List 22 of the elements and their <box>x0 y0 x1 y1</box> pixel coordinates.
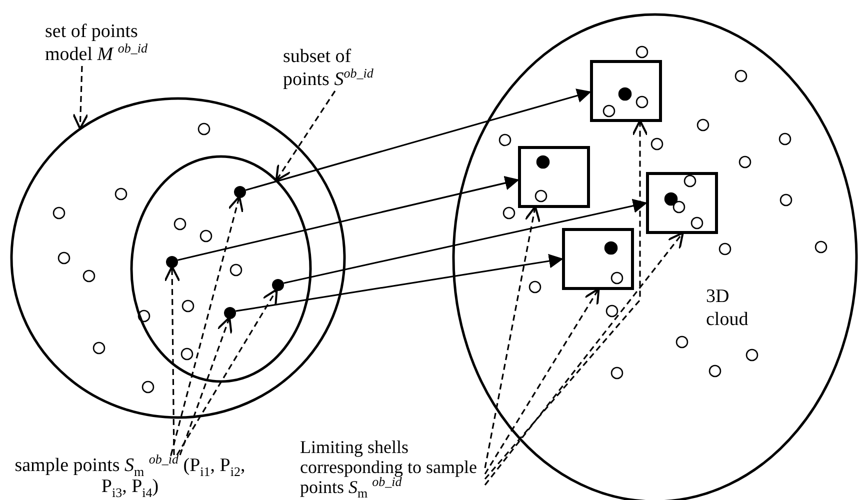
dashed-arrow <box>179 316 232 456</box>
arrow <box>236 254 564 312</box>
arrow <box>245 88 592 191</box>
cloud-label: 3D cloud <box>706 285 750 331</box>
dashed-arrow <box>164 266 180 455</box>
shell-box <box>646 172 718 234</box>
dashed-arrow <box>484 288 600 474</box>
dashed-arrow <box>484 120 648 480</box>
dashed-arrow <box>72 66 89 130</box>
dashed-arrow <box>176 288 278 456</box>
arrow <box>284 198 648 284</box>
dashed-arrow <box>484 232 684 486</box>
dashed-arrow <box>275 90 336 182</box>
arrow <box>178 176 520 261</box>
shell-box <box>562 228 634 290</box>
annotation-label: sample points S$_{m}$ $^{ob_id}$ (P$_{i1}$, P$_{i2}$, P$_{i3}$, P$_{i4}$) <box>5 455 255 497</box>
annotation-label: set of points model M $^{ob_id}$ <box>45 20 170 66</box>
annotation-label: subset of points S$^{ob_id}$ <box>283 45 398 91</box>
shell-box <box>518 146 590 208</box>
dashed-arrow <box>170 196 244 456</box>
shell-box <box>590 60 662 122</box>
dashed-arrow <box>484 206 541 468</box>
